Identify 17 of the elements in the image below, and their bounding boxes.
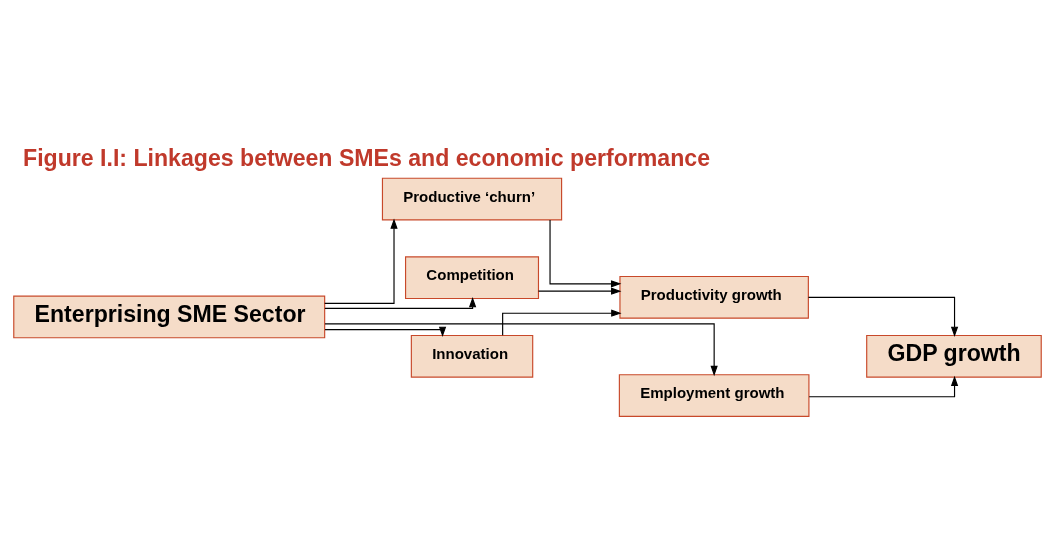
arrow bbox=[502, 309, 622, 336]
arrow bbox=[807, 296, 959, 338]
node-box: Productivity growth bbox=[619, 275, 809, 319]
arrow bbox=[324, 323, 718, 377]
diagram-title: Figure I.I: Linkages between SMEs and economic performance bbox=[23, 144, 711, 171]
node-box: Employment growth bbox=[618, 374, 810, 417]
arrow bbox=[324, 218, 398, 304]
arrow bbox=[324, 326, 447, 338]
node-box: Productive ‘churn’ bbox=[381, 177, 563, 221]
node-box: Innovation bbox=[410, 334, 534, 378]
arrow bbox=[808, 375, 959, 398]
arrow bbox=[537, 287, 622, 295]
node-box: Enterprising SME Sector bbox=[13, 295, 326, 339]
node-box: GDP growth bbox=[866, 334, 1042, 378]
arrow bbox=[549, 219, 622, 288]
arrow bbox=[324, 296, 477, 309]
node-box: Competition bbox=[405, 256, 540, 300]
